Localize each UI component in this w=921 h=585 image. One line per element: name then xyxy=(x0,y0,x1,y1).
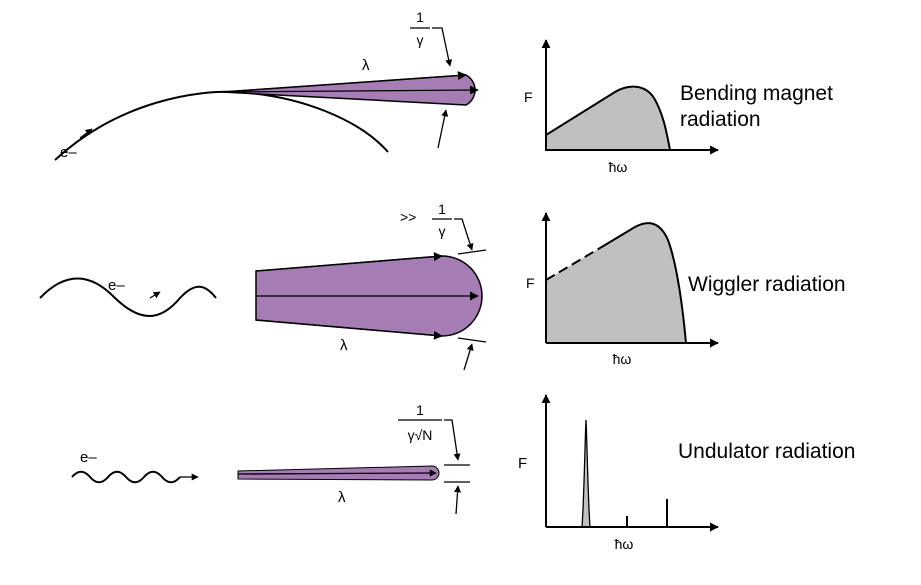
bending-angle-arrow-top-icon xyxy=(432,27,453,67)
bending-electron-trajectory xyxy=(54,90,389,161)
undulator-angle-numerator: 1 xyxy=(416,402,424,418)
undulator-electron-trajectory xyxy=(71,470,181,484)
wiggler-angle-prefix: >> xyxy=(400,209,416,225)
wiggler-trajectory-arrow-icon xyxy=(149,291,161,299)
wiggler-plot-x-label: ħω xyxy=(613,351,632,367)
undulator-wavelength-label: λ xyxy=(338,489,346,506)
wiggler-electron-label: e– xyxy=(108,277,125,294)
wiggler-panel: e– λ >> 1 γ F ħω Wiggler radiation xyxy=(39,201,846,371)
undulator-angle-arrow-top-icon xyxy=(444,419,461,461)
wiggler-fan-upper-arrow xyxy=(255,252,443,272)
bending-wavelength-label: λ xyxy=(362,57,370,74)
undulator-angle-arrow-bottom-icon xyxy=(454,485,462,515)
wiggler-spectrum-curve xyxy=(546,223,686,343)
undulator-spectrum-peak-1 xyxy=(581,419,591,528)
wiggler-spectrum-dashed-segment xyxy=(545,247,601,281)
bending-cone-axis-arrow xyxy=(221,85,479,95)
wiggler-angle-denominator: γ xyxy=(439,223,446,239)
bending-spectrum-curve xyxy=(545,85,672,151)
bending-plot-x-label: ħω xyxy=(609,159,628,175)
wiggler-angle-arrow-top-icon xyxy=(454,218,474,251)
bending-panel: e– λ 1 γ F ħω Bending magnet radiation xyxy=(54,9,833,175)
wiggler-wavelength-label: λ xyxy=(340,337,348,354)
wiggler-angle-arrow-bottom-icon xyxy=(463,343,474,371)
bending-title-line-2: radiation xyxy=(680,108,761,131)
wiggler-electron-trajectory xyxy=(39,277,217,317)
undulator-plot-x-label: ħω xyxy=(615,536,634,552)
wiggler-title: Wiggler radiation xyxy=(688,273,846,296)
wiggler-plot-y-label: F xyxy=(526,275,535,291)
bending-angle-denominator: γ xyxy=(417,32,424,48)
wiggler-angle-numerator: 1 xyxy=(438,201,446,217)
bending-title-line-1: Bending magnet xyxy=(680,82,833,105)
bending-cone-upper-arrow xyxy=(221,71,467,93)
bending-angle-numerator: 1 xyxy=(416,9,424,25)
wiggler-angle-tick-top xyxy=(457,249,487,255)
wiggler-angle-tick-bottom xyxy=(457,337,487,343)
undulator-beam-axis-arrow xyxy=(237,469,437,477)
bending-trajectory-arrow-icon xyxy=(79,128,93,139)
undulator-plot-y-label: F xyxy=(518,455,527,472)
wiggler-fan-lower-arrow xyxy=(255,319,443,340)
undulator-title: Undulator radiation xyxy=(678,440,855,463)
bending-angle-arrow-bottom-icon xyxy=(437,109,449,149)
wiggler-spectrum-solid-segment xyxy=(599,222,687,344)
undulator-electron-label: e– xyxy=(80,449,97,466)
bending-electron-label: e– xyxy=(60,144,77,161)
undulator-panel: e– λ 1 γ√N F ħω Undulator radiation xyxy=(71,394,855,552)
undulator-angle-denominator: γ√N xyxy=(408,427,433,443)
bending-plot-y-label: F xyxy=(524,89,533,105)
